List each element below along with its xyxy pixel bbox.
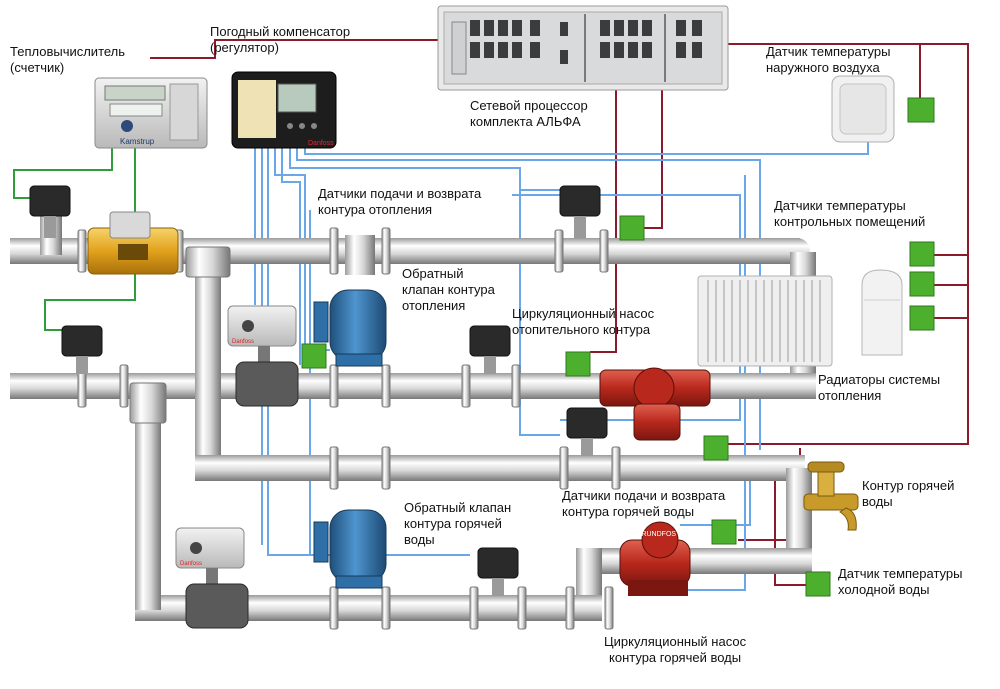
module-heating-pump-2 xyxy=(703,435,729,461)
heat-meter-flow-body xyxy=(87,211,179,275)
label-radiators: Радиаторы системы отопления xyxy=(818,372,941,403)
compensator-brand-text: Danfoss xyxy=(308,140,334,147)
hw-motor-valve: Danfoss xyxy=(175,527,249,629)
label-cold-water-sensor: Датчик температуры холодной воды xyxy=(838,566,963,597)
module-heating-pump xyxy=(565,351,591,377)
heating-motor-valve: Danfoss xyxy=(227,305,299,407)
heating-pump-brand-text: GRUNDFOS xyxy=(626,361,666,368)
label-heating-check-valve: Обратный клапан контура отопления xyxy=(402,266,495,313)
heat-calculator-device: Kamstrup xyxy=(94,77,208,149)
radiator-device xyxy=(697,275,833,367)
label-room-sensors: Датчики температуры контрольных помещени… xyxy=(774,198,926,229)
hw-check-valve-body xyxy=(313,509,387,589)
label-heating-pump: Циркуляционный насос отопительного конту… xyxy=(512,306,655,337)
hw-actuator-brand-text: Danfoss xyxy=(180,561,202,567)
pipe-fittings xyxy=(77,227,621,630)
module-room-2 xyxy=(909,271,935,297)
heat-meter-brand-text: Kamstrup xyxy=(120,137,155,146)
label-hot-water-circuit: Контур горячей воды xyxy=(862,478,955,509)
label-outdoor-sensor: Датчик температуры наружного воздуха xyxy=(766,44,891,75)
module-cold-water xyxy=(805,571,831,597)
label-weather-compensator: Погодный компенсатор (регулятор) xyxy=(210,24,351,55)
hot-water-tap xyxy=(803,461,859,531)
label-hw-pump: Циркуляционный насос контура горячей вод… xyxy=(604,634,747,665)
label-heating-supply-return-sensors: Датчики подачи и возврата контура отопле… xyxy=(318,186,482,217)
room-temperature-sensor-device xyxy=(861,269,903,356)
label-hw-check-valve: Обратный клапан контура горячей воды xyxy=(404,500,512,547)
label-hw-supply-return-sensors: Датчики подачи и возврата контура горяче… xyxy=(562,488,726,519)
module-motor-valve xyxy=(301,343,327,369)
temperature-sensor-heads xyxy=(29,185,608,579)
module-outdoor xyxy=(907,97,935,123)
module-room-3 xyxy=(909,305,935,331)
label-network-processor: Сетевой процессор комплекта АЛЬФА xyxy=(470,98,588,129)
bus-wires xyxy=(150,39,969,586)
heating-check-valve-body xyxy=(313,289,387,367)
hw-pump-brand-text: GRUNDFOS xyxy=(636,531,676,538)
hw-circulation-pump: GRUNDFOS xyxy=(619,521,691,596)
heating-actuator-brand-text: Danfoss xyxy=(232,339,254,345)
label-heat-calculator: Тепловычислитель (счетчик) xyxy=(10,44,126,75)
weather-compensator-device: Danfoss xyxy=(231,71,337,149)
outdoor-temperature-sensor-device xyxy=(831,75,895,143)
alpha-network-modules xyxy=(301,97,935,597)
network-processor-rack xyxy=(437,5,729,91)
module-room-1 xyxy=(909,241,935,267)
module-heating-sensors xyxy=(619,215,645,241)
module-hw-sensors xyxy=(711,519,737,545)
heating-circulation-pump: GRUNDFOS xyxy=(599,361,711,441)
temperature-sensor-stems xyxy=(44,216,593,596)
